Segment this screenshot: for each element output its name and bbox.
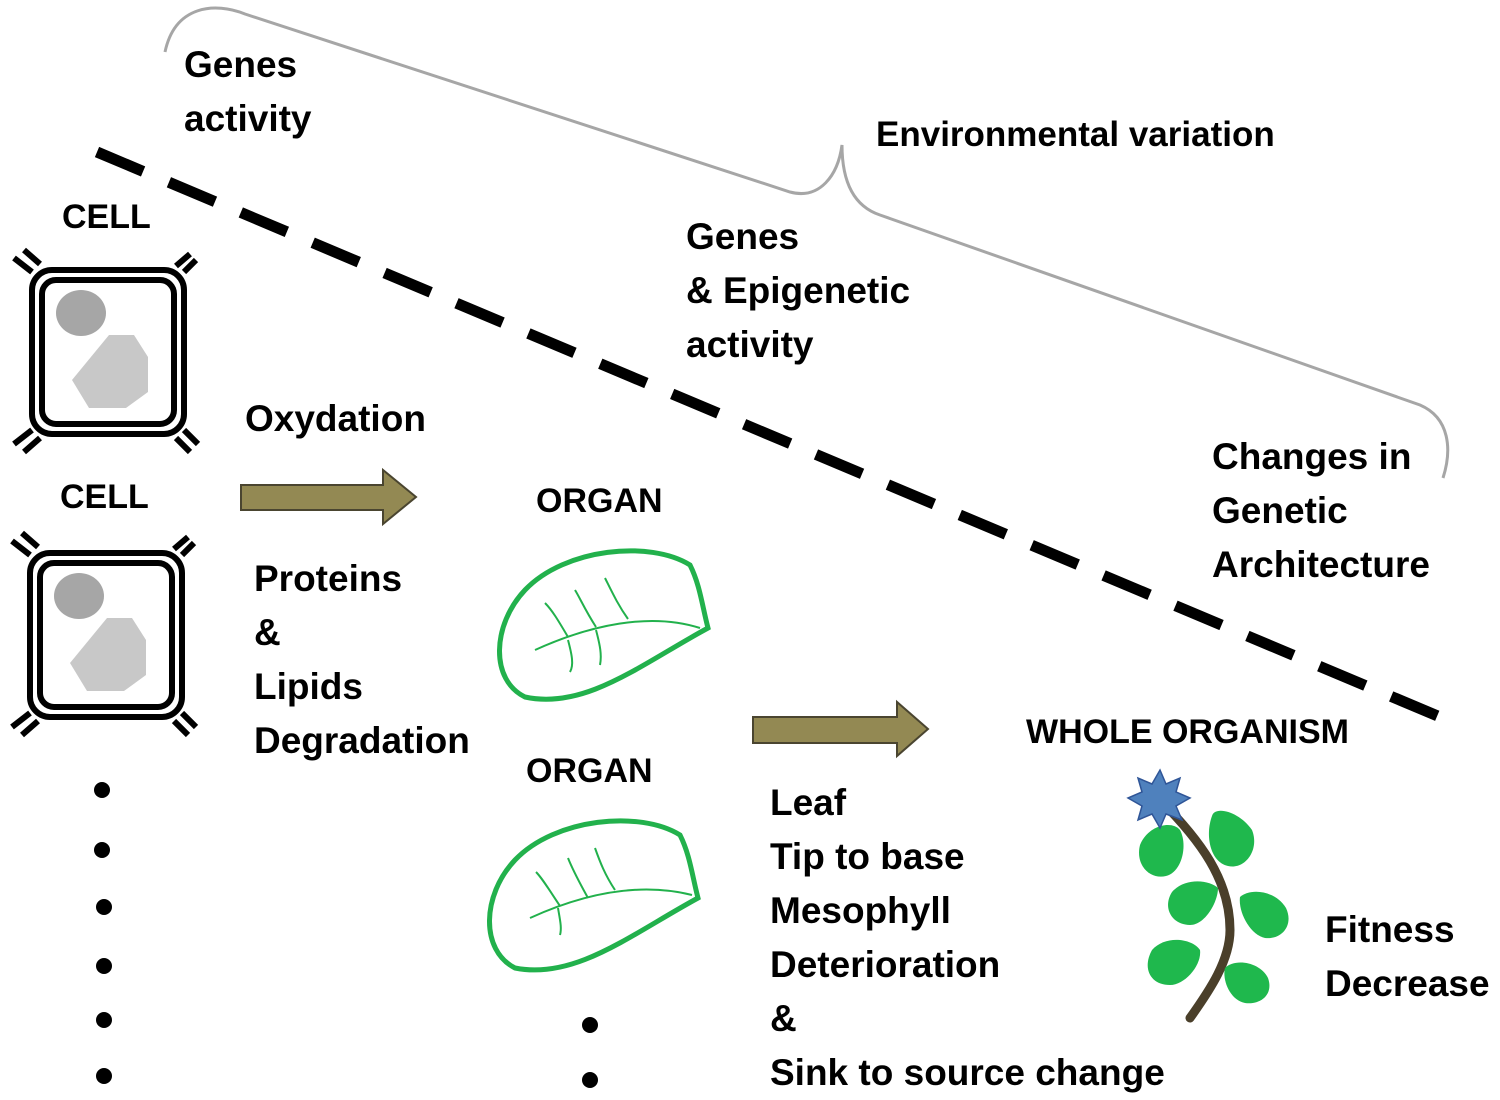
plant-icon <box>1126 768 1289 1023</box>
leaf-process-line: Deterioration <box>770 944 1001 985</box>
curly-bracket <box>163 6 1450 479</box>
whole-organism-label: WHOLE ORGANISM <box>1026 713 1349 751</box>
leaf-icon <box>487 818 701 973</box>
cell-label: CELL <box>60 478 149 516</box>
plant-cell-icon <box>12 247 201 455</box>
proteins-lipids-label: Proteins & Lipids Degradation <box>254 552 470 768</box>
leaf-process-line: & <box>770 998 797 1039</box>
leaf-process-line: Leaf <box>770 782 847 823</box>
genes-activity-line: Genes <box>184 44 298 85</box>
changes-genetic-architecture-label: Changes in Genetic Architecture <box>1212 430 1430 592</box>
fitness-line: Fitness <box>1325 909 1455 950</box>
organ-label: ORGAN <box>526 752 653 790</box>
fitness-line: Decrease <box>1325 963 1490 1004</box>
genes-epigenetic-line: activity <box>686 324 814 365</box>
leaf-icon <box>497 548 711 702</box>
organ-label: ORGAN <box>536 482 663 520</box>
ellipsis-vertical-icon <box>582 1017 598 1088</box>
proteins-lipids-line: Proteins <box>254 558 403 599</box>
oxydation-label: Oxydation <box>245 398 426 439</box>
fitness-decrease-label: Fitness Decrease <box>1325 903 1490 1011</box>
environmental-variation-label: Environmental variation <box>876 115 1275 154</box>
arrow-right-icon <box>240 467 418 527</box>
arrow-right-icon <box>752 699 930 759</box>
proteins-lipids-line: Lipids <box>254 666 363 707</box>
leaf-process-line: Mesophyll <box>770 890 951 931</box>
genes-epigenetic-line: & Epigenetic <box>686 270 911 311</box>
genes-activity-line: activity <box>184 98 312 139</box>
genes-epigenetic-line: Genes <box>686 216 800 257</box>
proteins-lipids-line: Degradation <box>254 720 470 761</box>
proteins-lipids-line: & <box>254 612 281 653</box>
changes-genetic-line: Architecture <box>1212 544 1430 585</box>
cell-label: CELL <box>62 198 151 236</box>
genes-activity-label: Genes activity <box>184 38 312 146</box>
leaf-process-line: Tip to base <box>770 836 965 877</box>
ellipsis-vertical-icon <box>94 782 112 1084</box>
dashed-divider <box>94 146 1455 728</box>
plant-cell-icon <box>10 530 199 738</box>
leaf-process-label: Leaf Tip to base Mesophyll Deterioration… <box>770 776 1165 1100</box>
genes-epigenetic-label: Genes & Epigenetic activity <box>686 210 910 372</box>
changes-genetic-line: Genetic <box>1212 490 1348 531</box>
leaf-process-line: Sink to source change <box>770 1052 1165 1093</box>
changes-genetic-line: Changes in <box>1212 436 1412 477</box>
